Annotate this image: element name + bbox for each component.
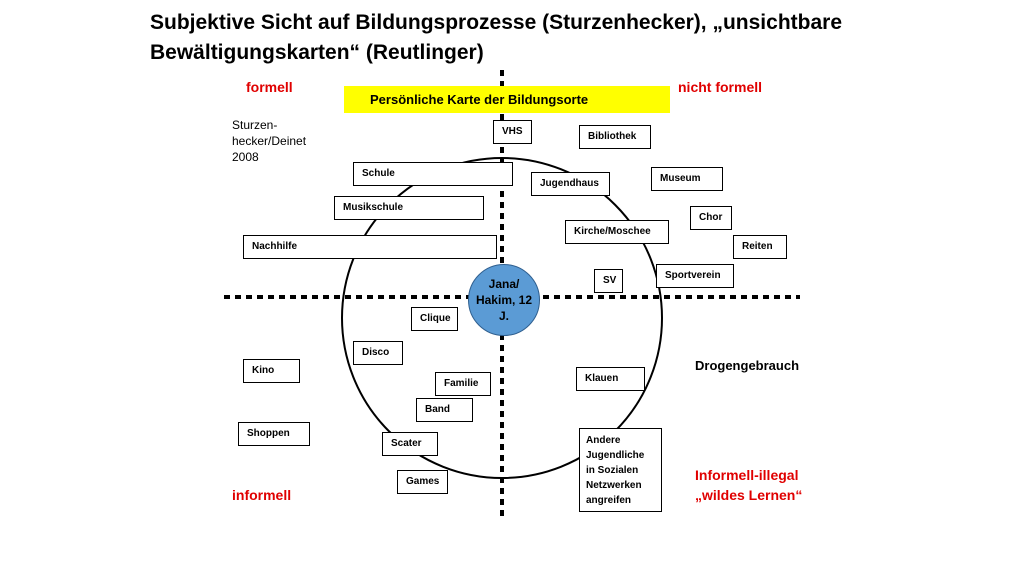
place-scater: Scater xyxy=(382,432,438,456)
label-formell: formell xyxy=(246,79,293,95)
label-informell: informell xyxy=(232,487,292,503)
label-informell-illegal: Informell-illegal „wildes Lernen“ xyxy=(695,467,803,503)
place-sportverein: Sportverein xyxy=(656,264,734,288)
place-andere-jugendliche: Andere Jugendliche in Sozialen Netzwerke… xyxy=(579,428,662,512)
banner-persoenliche-karte: Persönliche Karte der Bildungsorte xyxy=(344,86,670,113)
place-sv: SV xyxy=(594,269,623,293)
place-schule: Schule xyxy=(353,162,513,186)
label-drogengebrauch: Drogengebrauch xyxy=(695,358,800,373)
place-musikschule: Musikschule xyxy=(334,196,484,220)
place-disco: Disco xyxy=(353,341,403,365)
life-world-circle xyxy=(341,157,663,479)
slide-title: Subjektive Sicht auf Bildungsprozesse (S… xyxy=(150,11,842,64)
place-museum: Museum xyxy=(651,167,723,191)
place-nachhilfe: Nachhilfe xyxy=(243,235,497,259)
center-person-label: Jana/ Hakim, 12 J. xyxy=(475,277,533,323)
label-nicht-formell: nicht formell xyxy=(678,79,763,95)
place-chor: Chor xyxy=(690,206,732,230)
place-shoppen: Shoppen xyxy=(238,422,310,446)
place-jugendhaus: Jugendhaus xyxy=(531,172,610,196)
place-clique: Clique xyxy=(411,307,458,331)
place-familie: Familie xyxy=(435,372,491,396)
place-kirche-moschee: Kirche/Moschee xyxy=(565,220,669,244)
place-band: Band xyxy=(416,398,473,422)
center-person: Jana/ Hakim, 12 J. xyxy=(468,264,540,336)
place-games: Games xyxy=(397,470,448,494)
place-kino: Kino xyxy=(243,359,300,383)
source-citation: Sturzen-hecker/Deinet 2008 xyxy=(232,118,307,164)
place-klauen: Klauen xyxy=(576,367,645,391)
place-vhs: VHS xyxy=(493,120,532,144)
place-bibliothek: Bibliothek xyxy=(579,125,651,149)
place-reiten: Reiten xyxy=(733,235,787,259)
